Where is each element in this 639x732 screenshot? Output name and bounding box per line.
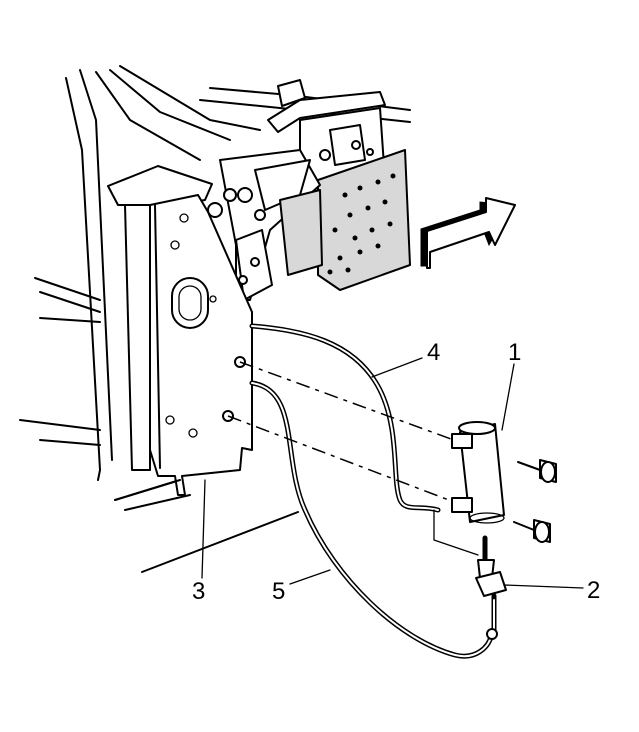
callout-2: 2 bbox=[587, 577, 600, 604]
check-valve bbox=[475, 535, 507, 640]
vacuum-reservoir bbox=[451, 421, 505, 524]
floor-lines bbox=[114, 479, 299, 573]
callout-3: 3 bbox=[192, 578, 205, 605]
callout-4: 4 bbox=[427, 339, 440, 366]
hose-upper bbox=[249, 323, 441, 513]
mounting-centerlines bbox=[227, 361, 479, 556]
wheelhouse-panel bbox=[107, 165, 253, 496]
hood-hinge-assembly bbox=[207, 79, 411, 301]
hose-lower bbox=[249, 380, 495, 659]
callout-leaders bbox=[201, 357, 584, 589]
reservoir-bolt-upper bbox=[517, 459, 557, 483]
bracket-holes bbox=[327, 173, 396, 275]
front-direction-arrow bbox=[420, 197, 516, 269]
callout-5: 5 bbox=[272, 578, 285, 605]
callout-1: 1 bbox=[508, 339, 521, 366]
reservoir-bolt-lower bbox=[513, 519, 551, 543]
